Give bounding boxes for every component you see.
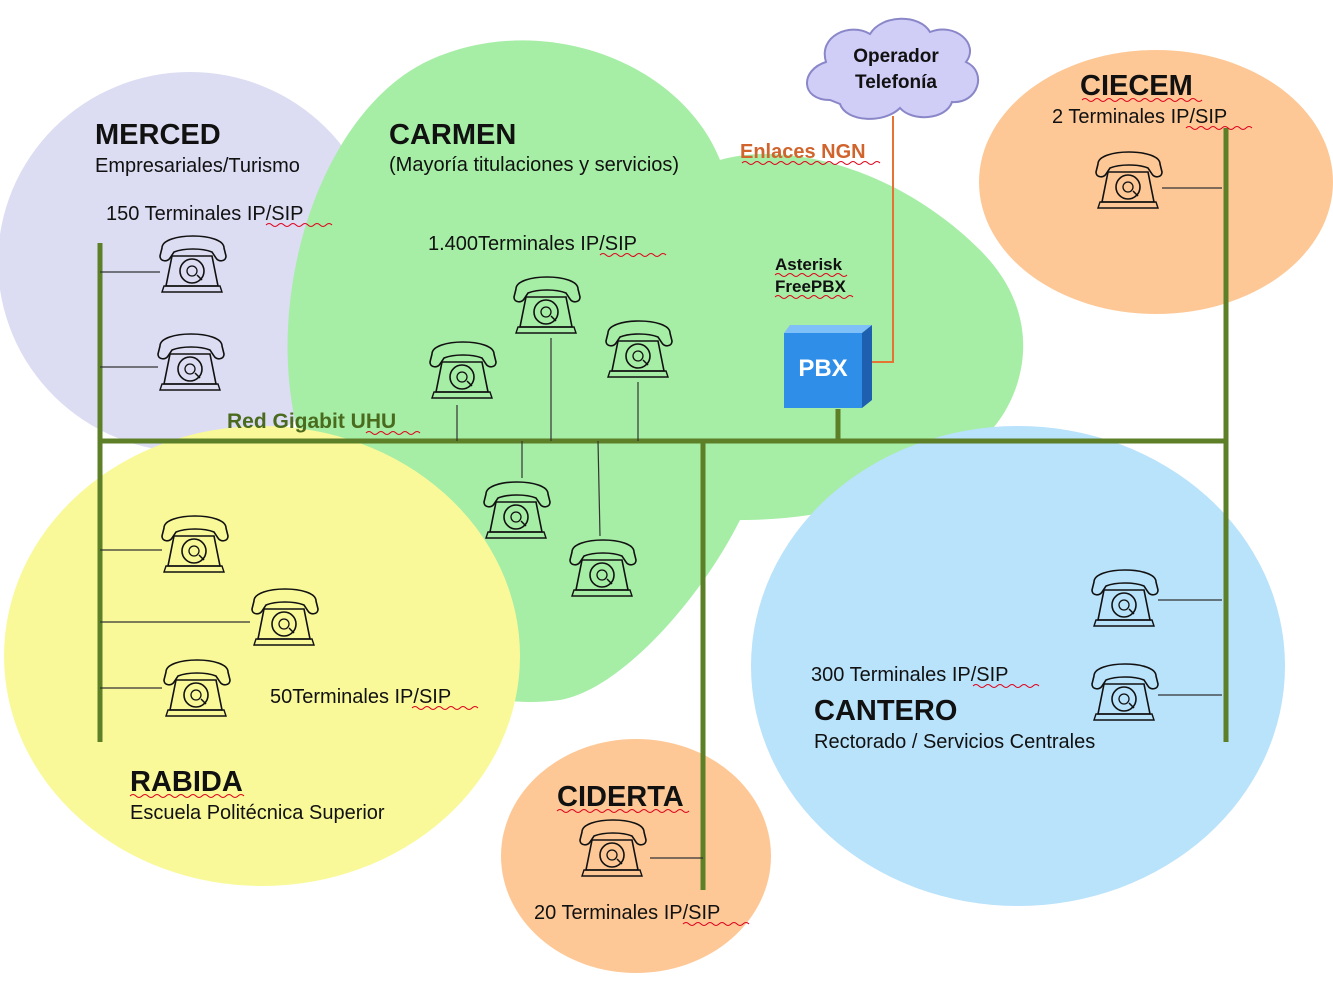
terminal-links xyxy=(100,187,1222,859)
ciderta-name: CIDERTA xyxy=(557,781,684,813)
operator-line2: Telefonía xyxy=(855,72,937,93)
carmen-terminals: 1.400Terminales IP/SIP xyxy=(428,233,637,255)
pbx-label: PBX xyxy=(798,355,847,382)
carmen-description: (Mayoría titulaciones y servicios) xyxy=(389,154,679,176)
spellcheck-underlines xyxy=(129,98,1253,926)
cantero-terminals: 300 Terminales IP/SIP xyxy=(811,664,1009,686)
pbx-cube-icon: PBX xyxy=(784,325,872,408)
cloud-icon: Operador Telefonía xyxy=(806,17,980,120)
ngn-links-label: Enlaces NGN xyxy=(740,141,866,163)
pbx-software-line2: FreePBX xyxy=(775,277,847,296)
merced-terminals: 150 Terminales IP/SIP xyxy=(106,203,304,225)
ciderta-terminals: 20 Terminales IP/SIP xyxy=(534,902,720,924)
network-label: Red Gigabit UHU xyxy=(227,410,396,433)
pbx-software-line1: Asterisk xyxy=(775,255,843,274)
ciecem-name: CIECEM xyxy=(1080,70,1193,102)
cantero-description: Rectorado / Servicios Centrales xyxy=(814,731,1095,753)
carmen-name: CARMEN xyxy=(389,119,516,151)
cantero-area xyxy=(751,426,1285,906)
rabida-name: RABIDA xyxy=(130,766,243,798)
rabida-description: Escuela Politécnica Superior xyxy=(130,802,385,824)
operator-line1: Operador xyxy=(853,46,939,67)
merced-description: Empresariales/Turismo xyxy=(95,155,300,177)
network-backbone xyxy=(97,128,1229,890)
cantero-name: CANTERO xyxy=(814,695,957,727)
merced-area xyxy=(0,72,382,452)
ciecem-area xyxy=(979,50,1333,314)
ciecem-terminals: 2 Terminales IP/SIP xyxy=(1052,106,1227,128)
rabida-area xyxy=(4,426,520,886)
ngn-link-line xyxy=(870,116,894,363)
rabida-terminals: 50Terminales IP/SIP xyxy=(270,686,451,708)
site-areas xyxy=(0,40,1333,973)
merced-name: MERCED xyxy=(95,119,221,151)
